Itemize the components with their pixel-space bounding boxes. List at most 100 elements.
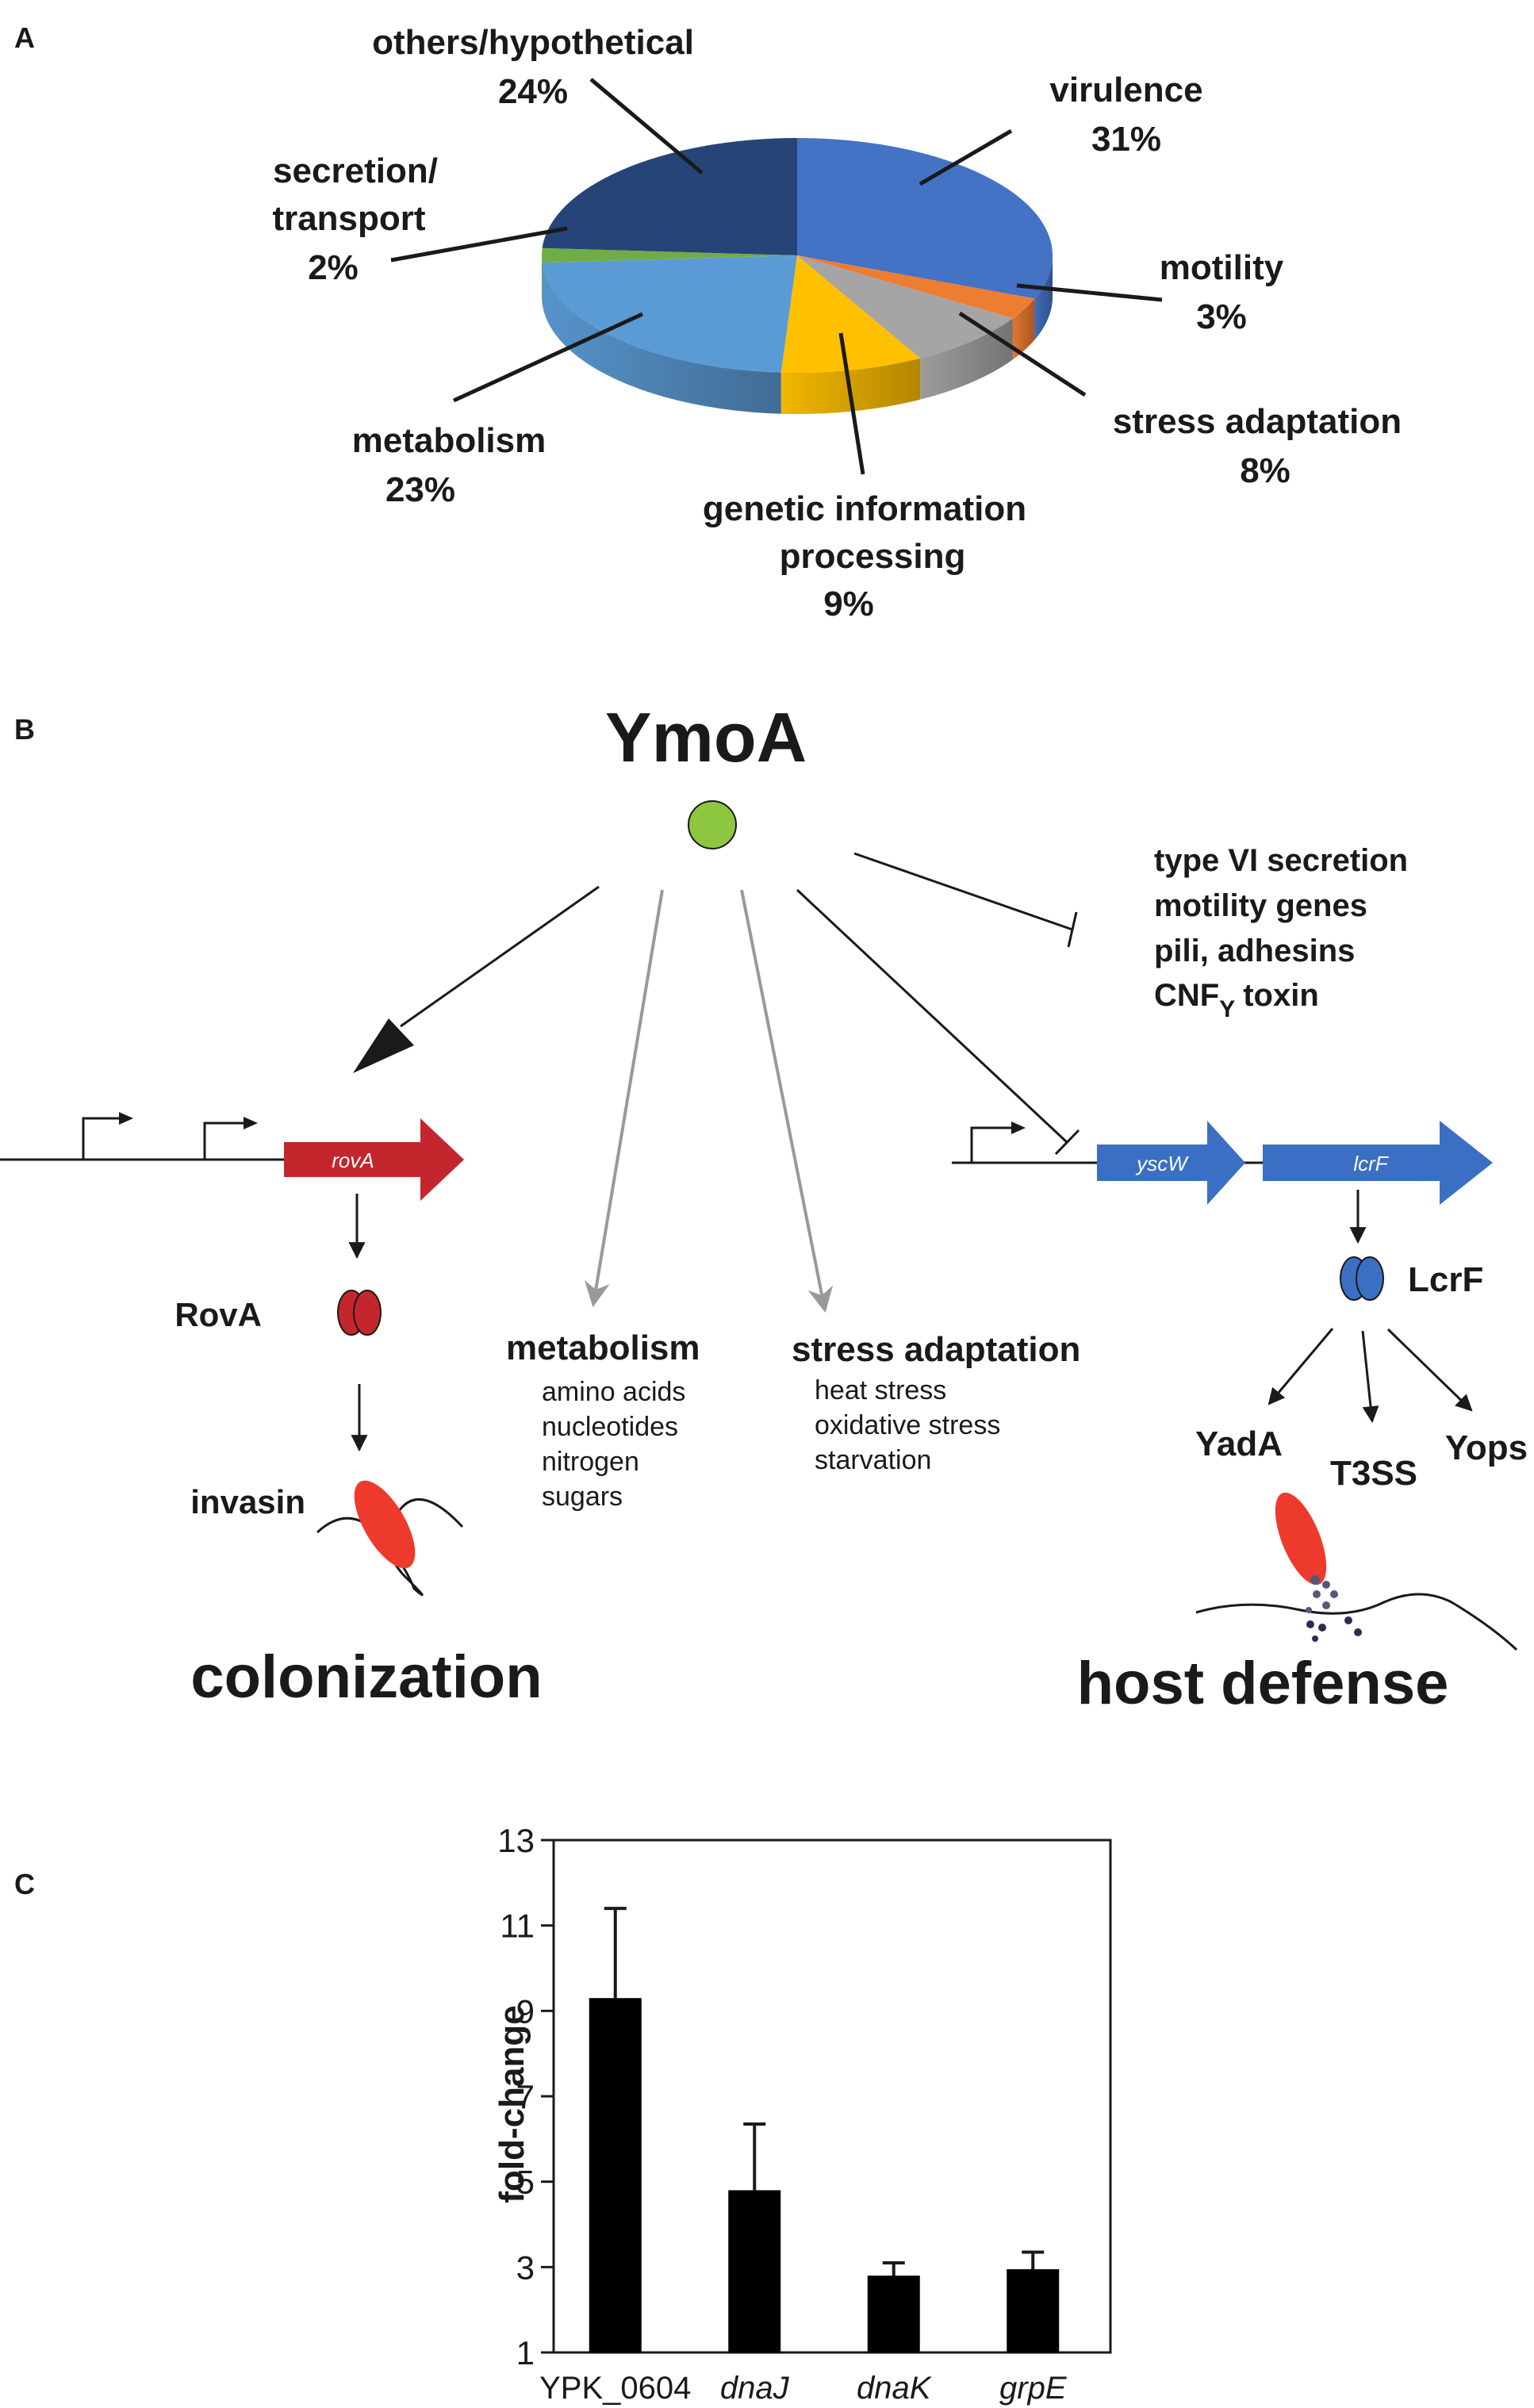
pie-slice-genetic-information-processing	[780, 255, 921, 373]
y-tick-label-1: 1	[516, 2334, 535, 2372]
panel-b: B YmoA type VI secretion motility genes …	[0, 698, 1528, 1717]
invasin-label: invasin	[190, 1483, 305, 1520]
arrow-to-yada	[1267, 1328, 1334, 1405]
x-tick-label-dnak: dnaK	[857, 2371, 933, 2406]
effector-yops: Yops	[1445, 1428, 1528, 1467]
pie-slice-motility	[797, 255, 1035, 319]
pie-label-metabolism: metabolism 23%	[352, 421, 546, 509]
label-metabolism-name: metabolism	[352, 421, 546, 460]
leader-secretion	[390, 226, 568, 263]
panel-b-letter: B	[14, 713, 35, 746]
label-others-pct: 24%	[498, 72, 568, 111]
lcrf-dimer-right-icon	[1356, 1256, 1384, 1301]
rova-gene-arrow	[284, 1118, 464, 1201]
pie-leader-lines	[390, 78, 1163, 475]
pie-label-virulence: virulence 31%	[1049, 71, 1202, 159]
leader-genetic	[838, 332, 865, 475]
leader-motility	[1016, 283, 1163, 302]
panel-c-letter: C	[14, 1868, 35, 1900]
label-genetic-line1: genetic information	[703, 489, 1026, 528]
pie-side-secretion-transport-shade	[542, 255, 543, 305]
rova-promoter-1-icon	[82, 1117, 125, 1160]
stress-targets: stress adaptation heat stress oxidative …	[792, 1330, 1080, 1475]
y-tick-label-13: 13	[497, 1822, 535, 1859]
label-secretion-pct: 2%	[308, 248, 359, 287]
repression-line-list	[853, 852, 1073, 931]
label-stress-name: stress adaptation	[1113, 402, 1402, 441]
y-tick-label-5: 5	[516, 2164, 535, 2201]
yersinia-bacterium-icon	[1275, 1492, 1327, 1586]
stress-item-1: heat stress	[815, 1375, 946, 1405]
y-tick-label-7: 7	[516, 2078, 535, 2115]
invasin-bacterium-icon	[354, 1480, 416, 1569]
y-tick-label-11: 11	[500, 1908, 535, 1945]
repression-bar-yscw	[1054, 1129, 1080, 1156]
rova-dimer-right-icon	[353, 1290, 382, 1336]
label-virulence-pct: 31%	[1091, 120, 1161, 159]
x-tick-label-ypk-0604: YPK_0604	[539, 2371, 691, 2406]
pie-label-stress: stress adaptation 8%	[1113, 402, 1402, 490]
stress-title: stress adaptation	[792, 1330, 1080, 1369]
lcrf-gene-arrow	[1263, 1121, 1493, 1205]
x-tick-label-grpe: grpE	[999, 2371, 1068, 2406]
activation-arrowhead-rova	[353, 1018, 414, 1073]
effector-t3ss: T3SS	[1330, 1454, 1417, 1493]
yscw-promoter-head	[1011, 1122, 1026, 1134]
outcome-colonization: colonization	[190, 1643, 542, 1711]
pie-label-secretion: secretion/ transport 2%	[272, 151, 438, 287]
pie-side-motility-shade	[1012, 298, 1035, 360]
leader-metabolism	[452, 312, 644, 403]
x-tick-label-dnaj: dnaJ	[720, 2371, 790, 2406]
arrow-metabolism	[584, 889, 664, 1308]
yscw-promoter-icon	[970, 1126, 1018, 1163]
bar-dnaj	[728, 2190, 781, 2352]
target-pili: pili, adhesins	[1154, 934, 1355, 968]
y-axis-label: fold-change	[493, 2005, 531, 2203]
metabolism-item-1: amino acids	[542, 1377, 685, 1407]
metabolism-title: metabolism	[506, 1329, 700, 1367]
rova-promoter-1-head	[119, 1112, 133, 1125]
bar-dnak	[867, 2276, 920, 2352]
translocated-yops-icon	[1306, 1616, 1362, 1642]
label-genetic-pct: 9%	[823, 585, 874, 623]
rova-promoter-2-head	[244, 1117, 258, 1129]
lcrf-protein-label: LcrF	[1408, 1260, 1483, 1299]
pie-slice-virulence	[797, 138, 1053, 299]
target-type6: type VI secretion	[1154, 843, 1408, 878]
yscw-gene-arrow	[1097, 1121, 1245, 1205]
label-stress-pct: 8%	[1240, 451, 1290, 490]
stress-item-2: oxidative stress	[815, 1410, 1000, 1440]
panel-a: A others/hypothetical 24% virulence 31% …	[14, 21, 1402, 623]
repressed-targets-list: type VI secretion motility genes pili, a…	[1154, 843, 1408, 1022]
panel-a-letter: A	[14, 21, 35, 54]
leader-stress	[958, 311, 1087, 397]
rova-gene-label: rovA	[332, 1148, 374, 1172]
arrow-to-yops	[1386, 1328, 1473, 1412]
yscw-lcrf-locus: yscW lcrF LcrF YadA T3SS Yops host de	[952, 1121, 1528, 1717]
pie-side-stress-adaptation-shade	[920, 318, 1013, 400]
label-virulence-name: virulence	[1049, 71, 1202, 109]
pie-slice-secretion-transport	[542, 247, 797, 263]
outcome-host-defense: host defense	[1077, 1650, 1449, 1717]
y-tick-label-9: 9	[516, 1992, 535, 2030]
ymoa-protein-icon	[688, 800, 737, 849]
ymoa-title: YmoA	[605, 698, 807, 776]
arrow-to-t3ss	[1361, 1330, 1379, 1424]
label-secretion-line2: transport	[272, 199, 425, 238]
lcrf-gene-label: lcrF	[1353, 1152, 1389, 1175]
target-motility: motility genes	[1154, 888, 1367, 923]
pie-slice-stress-adaptation	[797, 255, 1013, 359]
arrow-stress	[740, 889, 834, 1313]
injectisome-icon	[1306, 1575, 1338, 1613]
repression-line-yscw	[796, 888, 1068, 1144]
pie-label-genetic: genetic information processing 9%	[703, 489, 1026, 623]
yscw-gene-label: yscW	[1135, 1152, 1189, 1175]
leader-virulence	[918, 128, 1013, 186]
repression-bar-list	[1067, 911, 1078, 948]
pie-side-metabolism-shade	[542, 263, 781, 414]
label-metabolism-pct: 23%	[385, 470, 455, 509]
rova-protein-label: RovA	[174, 1296, 262, 1333]
